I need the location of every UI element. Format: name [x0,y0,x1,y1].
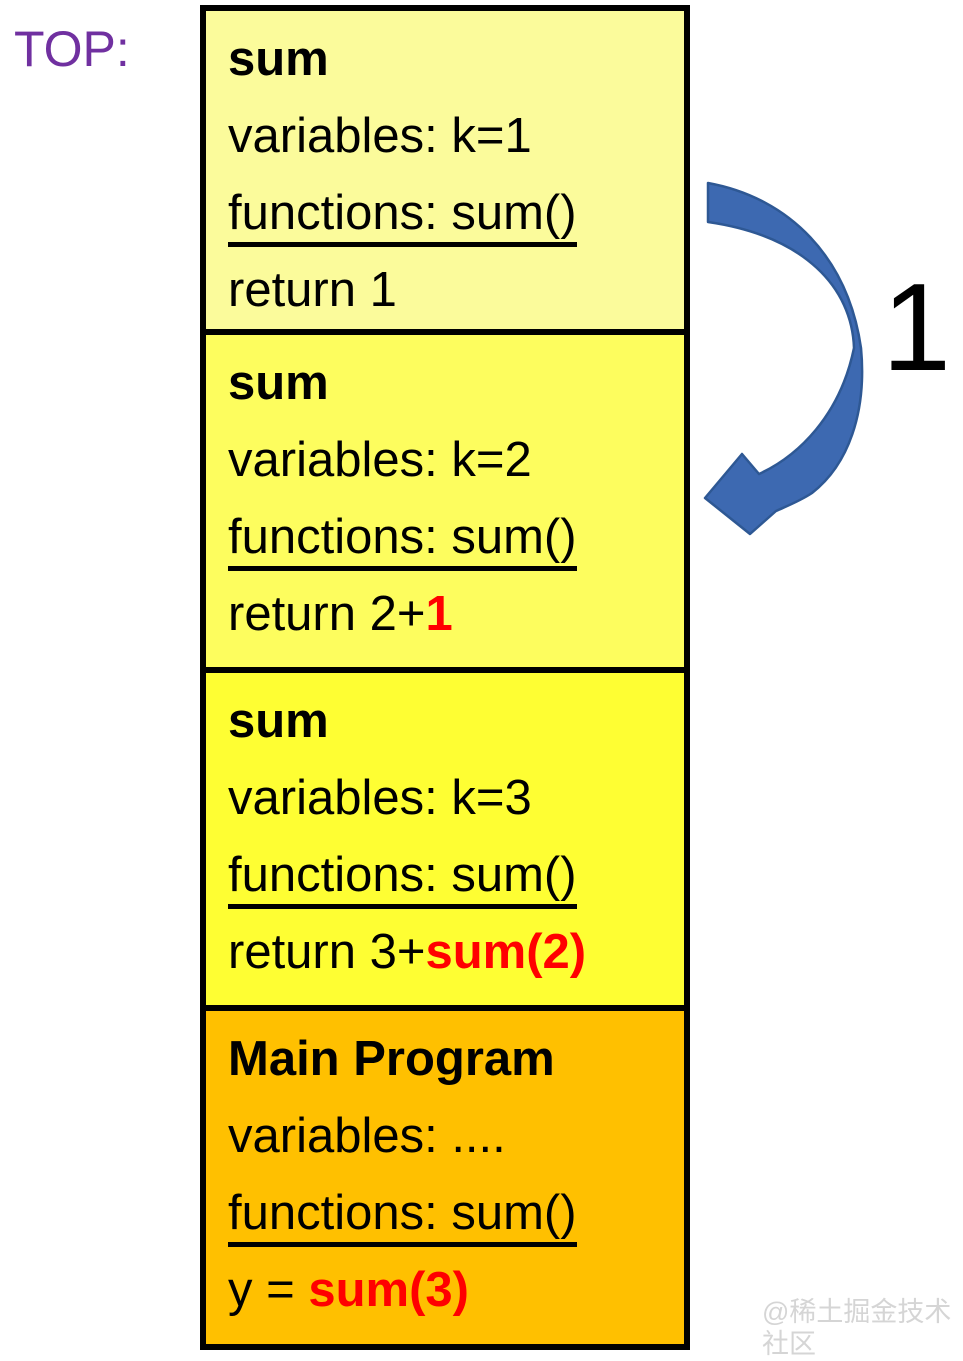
stack-frame: Main Program variables: .... functions: … [200,1005,690,1350]
frame-return-line: y = sum(3) [228,1252,684,1329]
stack-frame: sum variables: k=3 functions: sum() retu… [200,667,690,1011]
frame-return-highlight: sum(2) [425,925,587,979]
frame-functions: functions: sum() [228,186,577,247]
frame-return-highlight: sum(3) [308,1263,469,1317]
frame-variables: variables: k=1 [228,109,532,163]
stack-frame: sum variables: k=1 functions: sum() retu… [200,5,690,335]
frame-return-line: return 3+sum(2) [228,914,684,991]
frame-title: sum [228,356,329,410]
frame-return-line: return 2+1 [228,576,684,653]
frame-variables: variables: k=3 [228,771,532,825]
frame-variables: variables: k=2 [228,433,532,487]
frame-functions-line: functions: sum() [228,837,684,914]
frame-title: Main Program [228,1032,555,1086]
frame-variables: variables: .... [228,1109,506,1163]
frame-functions-line: functions: sum() [228,499,684,576]
frame-functions: functions: sum() [228,848,577,909]
frame-title: sum [228,32,329,86]
frame-return-prefix: y = [228,1263,309,1317]
frame-return-prefix: return 2+ [228,587,426,641]
frame-return-prefix: return 1 [228,263,397,317]
curved-arrow-path [703,181,864,536]
curved-arrow-svg [703,181,864,536]
watermark-text: @稀土掘金技术社区 [762,1297,952,1360]
top-of-stack-label: TOP: [14,21,130,77]
frame-return-highlight: 1 [425,587,453,641]
frame-functions: functions: sum() [228,1186,577,1247]
stack-frame: sum variables: k=2 functions: sum() retu… [200,329,690,673]
frame-return-prefix: return 3+ [228,925,426,979]
frame-title: sum [228,694,329,748]
frame-functions: functions: sum() [228,510,577,571]
frame-functions-line: functions: sum() [228,1175,684,1252]
returned-value-label: 1 [882,259,951,397]
recursion-return-arrow-icon [690,168,900,568]
frame-functions-line: functions: sum() [228,175,684,252]
frame-return-line: return 1 [228,252,684,329]
